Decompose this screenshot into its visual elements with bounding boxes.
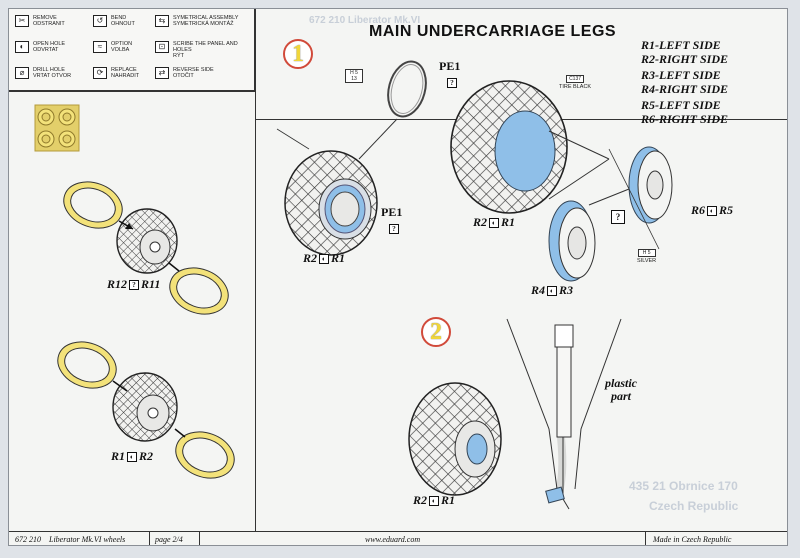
- side-label: R1-LEFT SIDE: [641, 38, 721, 52]
- legend-item-reverse: ⇄Reverse side Otočit: [155, 67, 251, 79]
- drill-icon: ⌀: [15, 67, 29, 79]
- wheel-step2: [408, 382, 502, 496]
- footer-bar: 672 210 Liberator Mk.VI wheels page 2/4 …: [9, 531, 787, 545]
- legend-item-symmetric: ⇆Symetrical assembly Symetrická montáž: [155, 15, 251, 27]
- side-label: R5-LEFT SIDE: [641, 98, 721, 112]
- wheel-step1-left: [284, 150, 378, 256]
- wheel-left-lower: [57, 341, 235, 479]
- part-label-r6-r5: R6◐R5: [691, 203, 734, 217]
- side-label: R3-LEFT SIDE: [641, 68, 721, 82]
- footer-kit-number: 672 210: [15, 535, 41, 544]
- wheel-step1-right: [450, 80, 610, 214]
- replace-icon: ⟳: [93, 67, 107, 79]
- part-label-pe1: PE1: [381, 205, 403, 219]
- part-label-r12-r11: R12?R11: [107, 277, 161, 291]
- option-icon: ?: [447, 78, 457, 89]
- symmetry-icon: ⇆: [155, 15, 169, 27]
- symmetry-icon: ◐: [127, 452, 138, 463]
- wheel-left-upper: [63, 181, 229, 315]
- option-marker: ?: [387, 221, 401, 236]
- hub-r6-r5: [628, 146, 673, 224]
- symmetry-icon: ◐: [429, 496, 440, 507]
- footer-page: page 2/4: [155, 535, 183, 544]
- paint-callout: H 5 SILVER: [637, 249, 656, 264]
- part-label-r2-r1: R2◐R1: [473, 215, 516, 229]
- legend-divider: [9, 91, 255, 92]
- option-marker: ?: [445, 75, 459, 90]
- part-label-r2-r1: R2◐R1: [413, 493, 456, 507]
- paint-callout: H 5 13: [345, 69, 363, 84]
- symmetry-icon: ◐: [319, 254, 330, 265]
- option-icon: ?: [611, 210, 625, 225]
- legend-item-remove: ✂Remove Odstranit: [15, 15, 91, 27]
- open-hole-icon: ◐: [15, 41, 29, 53]
- part-label-r1-r2: R1◐R2: [111, 449, 154, 463]
- side-label: R4-RIGHT SIDE: [641, 81, 729, 96]
- symmetry-icon: ◐: [547, 286, 558, 297]
- scissors-icon: ✂: [15, 15, 29, 27]
- legend-item-open-hole: ◐Open hole Odvrtat: [15, 41, 91, 53]
- legend-item-replace: ⟳Replace Nahradit: [93, 67, 169, 79]
- option-marker: ?: [609, 209, 627, 225]
- part-label-r4-r3: R4◐R3: [531, 283, 574, 297]
- reverse-icon: ⇄: [155, 67, 169, 79]
- paint-name: SILVER: [637, 258, 657, 264]
- undercarriage-leg: [506, 318, 622, 510]
- legend-item-drill: ⌀Drill hole Vrtat otvor: [15, 67, 91, 79]
- step-number-1: 1: [283, 39, 313, 69]
- ghost-text: 435 21 Obrnice 170: [629, 479, 738, 493]
- instruction-sheet: 672 210 Liberator Mk.VI 435 21 Obrnice 1…: [8, 8, 788, 546]
- bend-icon: ↺: [93, 15, 107, 27]
- side-label: R2-RIGHT SIDE: [641, 51, 729, 66]
- legend-item-bend: ↺Bend Ohnout: [93, 15, 169, 27]
- paint-name: TIRE BLACK: [559, 84, 592, 90]
- symmetry-icon: ◐: [707, 206, 718, 217]
- scribe-icon: ⊡: [155, 41, 169, 53]
- assembly-diagram: [34, 60, 673, 510]
- page-title: MAIN UNDERCARRIAGE LEGS: [369, 23, 617, 40]
- part-label-pe1: PE1: [439, 59, 461, 73]
- side-legend: R1-LEFT SIDE R2-RIGHT SIDE R3-LEFT SIDE …: [641, 38, 729, 126]
- legend-item-option: ≈Option Volba: [93, 41, 169, 53]
- option-icon: ?: [129, 280, 140, 291]
- option-icon: ≈: [93, 41, 107, 53]
- legend-item-scribe: ⊡Scribe the panel and holes Rýt: [155, 41, 251, 59]
- legend-box: ✂Remove Odstranit ↺Bend Ohnout ⇆Symetric…: [9, 9, 255, 91]
- side-label: R6-RIGHT SIDE: [641, 111, 729, 126]
- part-label-r2-r1: R2◐R1: [303, 251, 346, 265]
- plastic-part-note: plastic part: [605, 376, 637, 403]
- ghost-text: Czech Republic: [649, 499, 739, 513]
- hub-r4-r3: [548, 200, 596, 282]
- footer-kit-name: Liberator Mk.VI wheels: [49, 535, 126, 544]
- paint-swatch: H 5 13: [345, 69, 363, 83]
- paint-swatch: H 5: [637, 249, 656, 257]
- option-icon: ?: [389, 224, 399, 235]
- paint-swatch: C137: [566, 75, 585, 83]
- photo-etch-fret: [34, 104, 80, 152]
- footer-url: www.eduard.com: [365, 535, 421, 544]
- step-number-2: 2: [421, 317, 451, 347]
- ghost-text: 672 210 Liberator Mk.VI: [309, 15, 421, 26]
- paint-callout: C137 TIRE BLACK: [559, 75, 591, 90]
- column-divider: [255, 9, 256, 545]
- pe-ring: [358, 60, 427, 160]
- symmetry-icon: ◐: [489, 218, 500, 229]
- footer-made-in: Made in Czech Republic: [653, 535, 732, 544]
